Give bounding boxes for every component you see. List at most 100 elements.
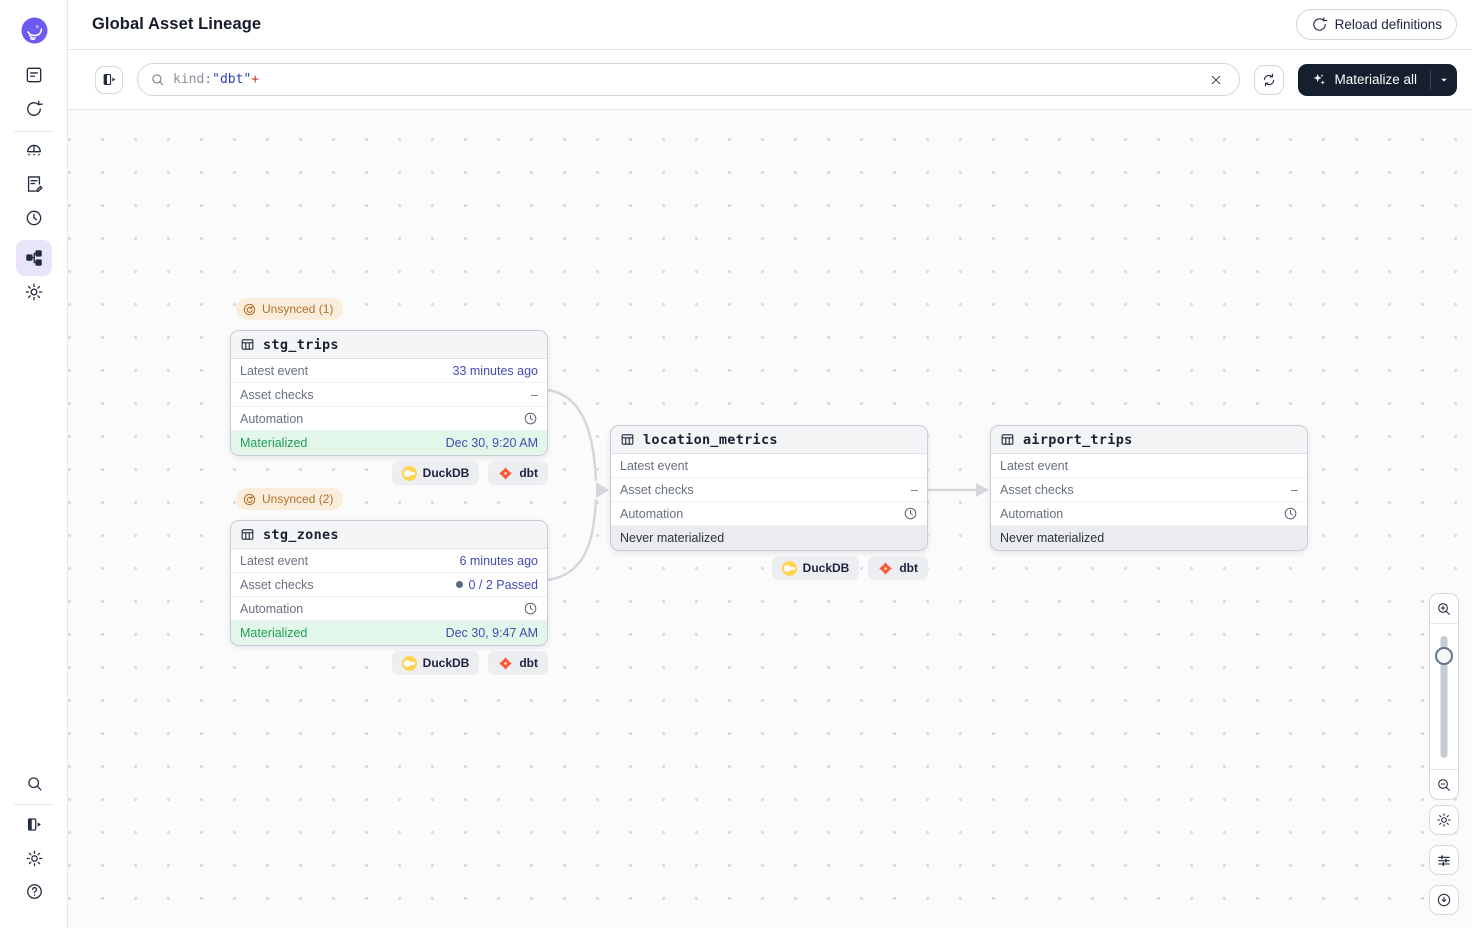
tag-dbt[interactable]: dbt [488, 461, 548, 485]
unsynced-badge-stg-trips[interactable]: Unsynced (1) [236, 298, 344, 320]
materialization-status-row: Never materialized [991, 526, 1307, 550]
zoom-in-button[interactable] [1430, 594, 1458, 624]
asset-node-stg-zones[interactable]: stg_zones Latest event 6 minutes ago Ass… [230, 520, 548, 646]
search-icon [27, 776, 41, 790]
latest-event-row: Latest event [991, 454, 1307, 478]
sidebar-item-expand-panel[interactable] [16, 806, 52, 842]
latest-event-value[interactable]: 33 minutes ago [452, 363, 538, 378]
sidebar-item-help[interactable] [16, 873, 52, 909]
zoom-slider-track[interactable] [1440, 636, 1448, 758]
chevron-down-icon [1441, 78, 1447, 81]
asset-checks-value: – [911, 482, 918, 497]
asset-node-location-metrics[interactable]: location_metrics Latest event Asset chec… [610, 425, 928, 551]
recenter-icon [1437, 893, 1451, 907]
close-icon [1212, 75, 1221, 84]
latest-event-row: Latest event 33 minutes ago [231, 359, 547, 383]
clock-icon[interactable] [523, 601, 538, 616]
asset-node-stg-trips[interactable]: stg_trips Latest event 33 minutes ago As… [230, 330, 548, 456]
row-label: Automation [1000, 506, 1064, 521]
status-time[interactable]: Dec 30, 9:47 AM [445, 626, 538, 640]
sidebar-item-schedules[interactable] [16, 200, 52, 236]
sidebar-item-runs[interactable] [16, 91, 52, 127]
sparkle-icon [1314, 73, 1326, 85]
asset-node-header[interactable]: stg_zones [231, 521, 547, 549]
automation-row: Automation [611, 502, 927, 526]
table-icon [1001, 434, 1014, 445]
left-sidebar [0, 0, 68, 928]
sidebar-item-search[interactable] [16, 765, 52, 801]
tag-duckdb[interactable]: DuckDB [391, 651, 480, 675]
filters-icon [1438, 855, 1450, 867]
panel-expand-icon [27, 817, 41, 831]
reload-definitions-button[interactable]: Reload definitions [1295, 9, 1457, 40]
asset-node-airport-trips[interactable]: airport_trips Latest event Asset checks … [990, 425, 1308, 551]
dbt-icon [879, 561, 893, 575]
clear-search-button[interactable] [1205, 69, 1227, 91]
clock-icon[interactable] [1283, 506, 1298, 521]
asset-checks-row: Asset checks – [231, 383, 547, 407]
refresh-lineage-button[interactable] [1254, 64, 1285, 95]
zoom-out-button[interactable] [1430, 769, 1458, 799]
lineage-filters-button[interactable] [1429, 845, 1459, 875]
open-side-panel-button[interactable] [95, 65, 123, 94]
dagster-logo[interactable] [21, 17, 48, 44]
asset-node-header[interactable]: stg_trips [231, 331, 547, 359]
runs-icon [27, 100, 43, 116]
sidebar-item-settings[interactable] [16, 274, 52, 310]
asset-node-header[interactable]: airport_trips [991, 426, 1307, 454]
tag-label: DuckDB [802, 561, 850, 575]
sidebar-item-lineage[interactable] [16, 240, 52, 276]
latest-event-row: Latest event [611, 454, 927, 478]
sidebar-item-jobs[interactable] [16, 166, 52, 202]
sidebar-divider [14, 131, 54, 132]
materialize-all-button[interactable]: Materialize all [1298, 64, 1430, 96]
asset-tags-stg-trips: DuckDB dbt [230, 461, 548, 485]
status-time[interactable]: Dec 30, 9:20 AM [445, 436, 538, 450]
asset-node-header[interactable]: location_metrics [611, 426, 927, 454]
clock-icon[interactable] [523, 411, 538, 426]
tag-duckdb[interactable]: DuckDB [391, 461, 480, 485]
lineage-canvas[interactable]: Unsynced (1) Unsynced (2) stg_trips Late… [68, 110, 1472, 928]
jobs-icon [27, 176, 43, 192]
lineage-icon [26, 250, 42, 266]
gear-icon [1437, 813, 1451, 827]
zoom-slider [1430, 624, 1458, 769]
materialize-all-split-button: Materialize all [1298, 63, 1457, 96]
sidebar-item-overview[interactable] [16, 57, 52, 93]
lineage-settings-button[interactable] [1429, 805, 1459, 835]
refresh-icon [1264, 73, 1275, 86]
duckdb-icon [401, 655, 417, 671]
recenter-view-button[interactable] [1429, 885, 1459, 915]
asset-search-input[interactable]: kind:"dbt"+ [137, 63, 1241, 96]
dbt-icon [499, 656, 513, 670]
reload-definitions-label: Reload definitions [1334, 17, 1442, 32]
row-label: Latest event [620, 458, 689, 473]
sync-icon [243, 493, 256, 505]
asset-name: stg_zones [263, 526, 339, 543]
status-label: Materialized [240, 626, 308, 640]
reload-icon [1312, 17, 1328, 31]
zoom-out-icon [1438, 778, 1450, 791]
latest-event-value[interactable]: 6 minutes ago [459, 553, 538, 568]
clock-icon[interactable] [903, 506, 918, 521]
tag-duckdb[interactable]: DuckDB [771, 556, 860, 580]
sidebar-item-catalog[interactable] [16, 132, 52, 168]
tag-dbt[interactable]: dbt [488, 651, 548, 675]
materialize-options-button[interactable] [1431, 64, 1457, 96]
asset-checks-value[interactable]: 0 / 2 Passed [455, 578, 538, 592]
dagster-logo-icon [21, 17, 48, 44]
materialization-status-row: Materialized Dec 30, 9:20 AM [231, 431, 547, 455]
check-status-dot [455, 580, 463, 588]
zoom-slider-handle[interactable] [1435, 647, 1453, 665]
automation-row: Automation [231, 597, 547, 621]
unsynced-badge-stg-zones[interactable]: Unsynced (2) [236, 488, 344, 510]
table-icon [241, 529, 254, 540]
status-label: Never materialized [620, 531, 725, 545]
help-icon [26, 883, 42, 899]
row-label: Latest event [1000, 458, 1069, 473]
overview-icon [26, 67, 42, 83]
sidebar-item-user-settings[interactable] [16, 840, 52, 876]
tag-dbt[interactable]: dbt [868, 556, 928, 580]
row-label: Latest event [240, 553, 309, 568]
